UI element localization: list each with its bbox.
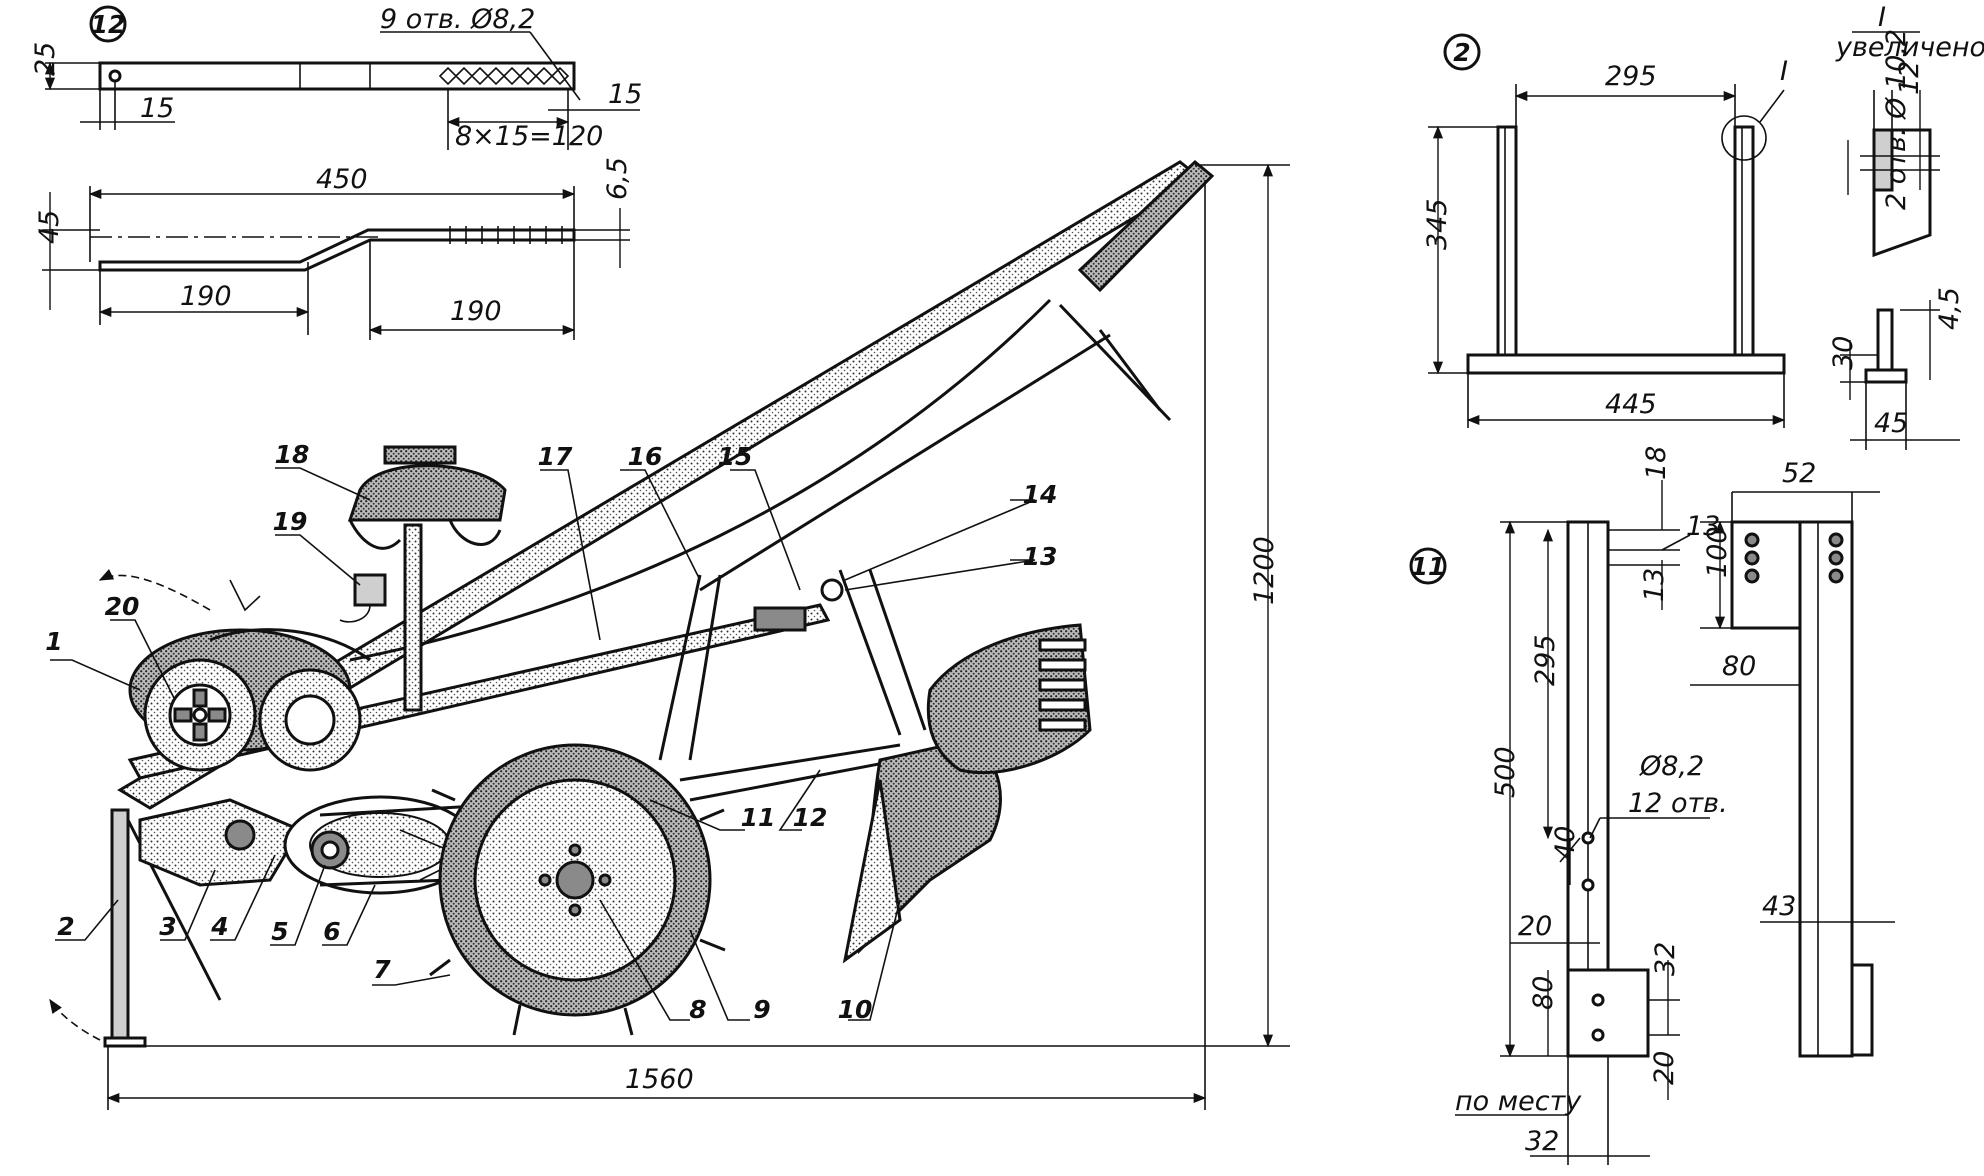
tank-post	[403, 523, 423, 712]
fig11-number-circle	[1409, 547, 1447, 585]
fig11-dim-20b: 20	[1649, 1051, 1680, 1085]
callout-6: 6	[323, 917, 340, 946]
callout-4: 4	[210, 912, 228, 941]
fig2-dim-295: 295	[1605, 61, 1657, 92]
fig12-holes-label: 9 отв. Ø8,2	[380, 4, 535, 35]
fig2-number-circle	[1443, 33, 1481, 71]
fig11-dim-43: 43	[1762, 891, 1796, 922]
fig2-detail-holes: 2 отв. Ø 10,2	[1881, 29, 1912, 210]
callouts: 1 2 3 4 5 6 7 8 9 10 11 12 13 14 15 16 1…	[45, 440, 1057, 1024]
callout-11: 11	[741, 803, 776, 832]
fig11-dim-80a: 80	[1528, 976, 1559, 1010]
figure-2: 2 I 295 345 445 I увеличено 12	[1422, 2, 1984, 450]
fig2-detail-mark: I	[1780, 56, 1788, 87]
fuel-tank	[347, 464, 507, 522]
fig11-bar-right	[1798, 520, 1854, 1058]
fig12-dim-15b: 15	[608, 79, 642, 110]
fig12-number-circle	[89, 5, 127, 43]
fig11-dim-52: 52	[1782, 458, 1816, 489]
fig11-dim-20a: 20	[1518, 911, 1552, 942]
fig11-dim-500: 500	[1490, 746, 1521, 798]
fig11-dim-13b: 13	[1639, 568, 1670, 602]
callout-10: 10	[838, 995, 873, 1024]
callout-2: 2	[57, 912, 74, 941]
fig12-dim-6-5: 6,5	[602, 157, 633, 200]
figure-11: 11 500 295 18 13 13 Ø8,2 12 отв. 40 20	[1409, 446, 1895, 1165]
fig11-dim-32b: 32	[1525, 1126, 1559, 1157]
callout-15: 15	[718, 442, 753, 471]
support-leg	[110, 808, 130, 1042]
fig2-dim-45: 45	[1874, 408, 1908, 439]
callout-17: 17	[538, 442, 573, 471]
fig11-dim-100: 100	[1702, 526, 1733, 578]
fig2-detail-marker	[1721, 115, 1767, 161]
fig11-holes-count: 12 отв.	[1628, 788, 1728, 819]
fig12-dim-190a: 190	[180, 281, 232, 312]
main-dim-1560: 1560	[625, 1064, 694, 1095]
fig11-dim-40: 40	[1550, 826, 1581, 860]
plough-blade	[842, 779, 902, 964]
fig12-dim-pitch: 8×15=120	[455, 121, 603, 152]
fig11-in-place: по месту	[1455, 1086, 1582, 1117]
gearbox	[138, 798, 303, 887]
wheel-hub	[555, 860, 595, 900]
clamp	[753, 606, 807, 632]
fig11-dim-32a: 32	[1650, 942, 1681, 976]
main-dim-1200: 1200	[1249, 536, 1280, 605]
fig2-detail-subtitle: увеличено	[1835, 32, 1984, 63]
handle-grip	[1077, 160, 1215, 293]
fig2-dim-12: 12	[1894, 61, 1925, 95]
fig12-strip-top	[98, 61, 576, 91]
fig11-dim-295: 295	[1530, 634, 1561, 686]
fig12-dim-450: 450	[316, 164, 368, 195]
fig2-detail-title: I	[1878, 2, 1886, 33]
callout-1: 1	[45, 627, 62, 656]
callout-3: 3	[159, 912, 176, 941]
fig2-dim-445: 445	[1605, 389, 1657, 420]
figure-12: 12 9 отв. Ø8,2 25 15 15 8×15=120	[30, 4, 642, 340]
fig11-holes-dia: Ø8,2	[1639, 751, 1704, 782]
callout-13: 13	[1023, 542, 1058, 571]
main-assembly: 1560 1200	[49, 160, 1290, 1110]
callout-16: 16	[628, 442, 663, 471]
carburetor	[353, 573, 387, 607]
callout-5: 5	[271, 917, 288, 946]
fig12-number: 12	[91, 10, 126, 39]
callout-20: 20	[105, 592, 140, 621]
fig12-dim-45: 45	[34, 210, 65, 244]
callout-8: 8	[689, 995, 706, 1024]
fig2-dim-4-5: 4,5	[1934, 287, 1965, 330]
fig2-post-right	[1733, 125, 1755, 357]
fig11-number: 11	[1411, 552, 1446, 581]
handle-rod	[349, 298, 1052, 662]
fig12-hole-row	[438, 66, 570, 86]
fig11-dim-80b: 80	[1722, 651, 1756, 682]
fig2-base	[1466, 353, 1786, 375]
callout-14: 14	[1023, 480, 1058, 509]
fig12-bar-side	[98, 228, 576, 272]
fig2-post-left	[1496, 125, 1518, 357]
fig2-dim-345: 345	[1422, 198, 1453, 250]
callout-12: 12	[793, 803, 828, 832]
fig2-number: 2	[1453, 38, 1470, 67]
fig12-dim-25: 25	[30, 42, 61, 76]
callout-19: 19	[273, 507, 308, 536]
fig11-plate-right	[1730, 520, 1802, 630]
fig11-dim-18: 18	[1641, 446, 1672, 480]
fig11-dim-13a: 13	[1686, 511, 1720, 542]
fig12-dim-15a: 15	[140, 93, 174, 124]
callout-7: 7	[373, 955, 391, 984]
fig11-plate-left	[1566, 968, 1650, 1058]
fig12-dim-190b: 190	[450, 296, 502, 327]
callout-9: 9	[753, 995, 770, 1024]
callout-18: 18	[275, 440, 310, 469]
wheel-lugs	[429, 788, 726, 1036]
fig2-dim-30: 30	[1828, 336, 1859, 370]
